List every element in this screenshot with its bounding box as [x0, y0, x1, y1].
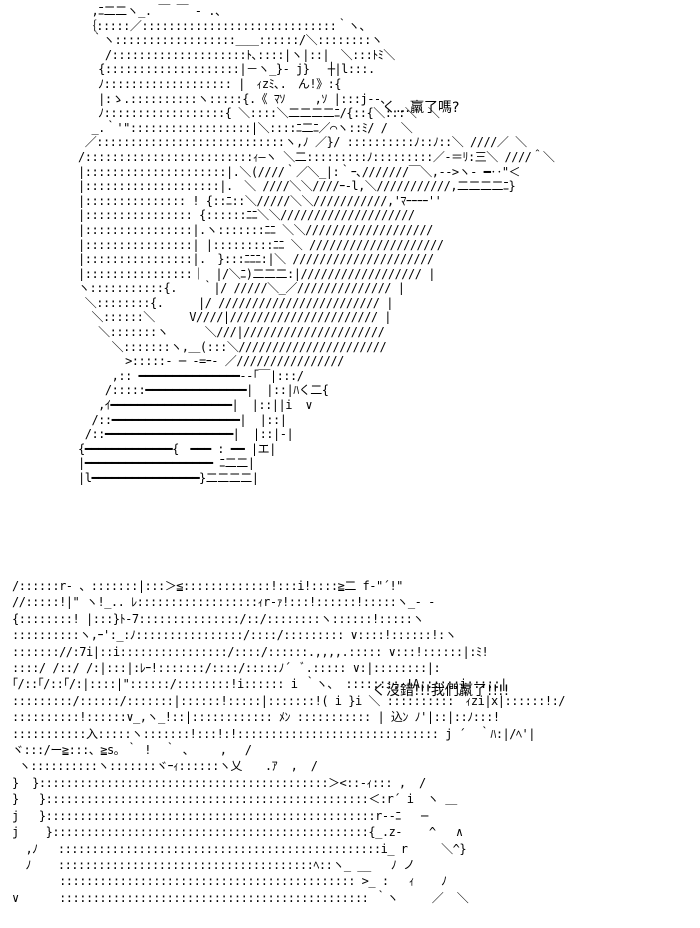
speech-line-top: く…羸了嗎?: [382, 100, 460, 116]
bottom-panel: /::::::r‐ 、:::::::|:::＞≦:::::::::::::!::…: [0, 570, 700, 928]
top-panel: ,ﾆ二二ヽ_. ￣ ￣ ‐ .、 ｛:::::／::::::::::::::::…: [78, 4, 555, 485]
speech-line-bottom: く沒錯!!!我們羸了!!!!: [372, 683, 510, 699]
ascii-art-character-bottom: /::::::r‐ 、:::::::|:::＞≦:::::::::::::!::…: [12, 579, 566, 905]
ascii-art-character-top: ,ﾆ二二ヽ_. ￣ ￣ ‐ .、 ｛:::::／::::::::::::::::…: [78, 4, 555, 485]
